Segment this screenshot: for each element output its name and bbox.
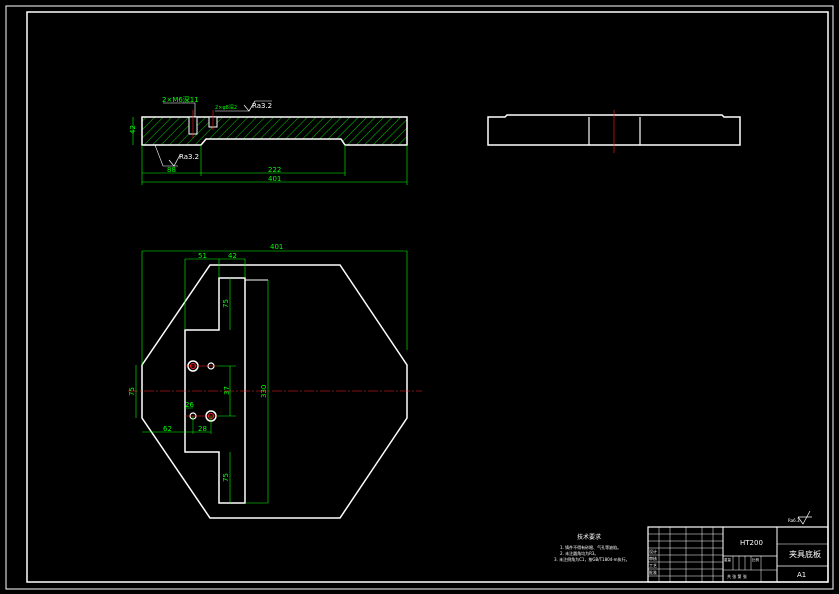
inner-frame <box>26 11 829 583</box>
title-material: HT200 <box>740 539 763 547</box>
dim-plan-75-left: 75 <box>128 387 136 396</box>
side-view <box>487 110 741 153</box>
title-roughness: Ra6.3 <box>788 518 800 523</box>
outer-frame <box>5 5 834 590</box>
roughness-bottom: Ra3.2 <box>179 153 199 161</box>
dim-plan-401: 401 <box>270 243 283 251</box>
tech-req-title: 技术要求 <box>577 533 601 541</box>
dim-front-401: 401 <box>268 175 281 183</box>
dim-plan-75-top: 75 <box>222 299 230 308</box>
dim-front-222: 222 <box>268 166 281 174</box>
dim-plan-26: 26 <box>185 401 194 409</box>
label-approve: 批准 <box>649 569 657 575</box>
title-sheet-size: A1 <box>797 571 806 579</box>
dim-plan-62: 62 <box>163 425 172 433</box>
dim-plan-42: 42 <box>228 252 237 260</box>
dim-plan-28: 28 <box>198 425 207 433</box>
plan-view <box>128 250 422 519</box>
label-designer: 设计 <box>649 548 657 554</box>
title-block <box>647 510 829 583</box>
callout-holes: 2×M6深11 <box>162 95 199 104</box>
dim-plan-75-bottom: 75 <box>222 473 230 482</box>
callout-small: 2×φ8深2 <box>215 104 237 111</box>
front-section-view <box>132 100 408 185</box>
label-craft: 工艺 <box>649 563 657 568</box>
dim-plan-330: 330 <box>260 385 268 398</box>
label-sheet: 共 张 第 张 <box>727 573 747 579</box>
label-scale: 比例 <box>752 557 760 562</box>
dim-plan-51: 51 <box>198 252 207 260</box>
tech-req-item-2: 2. 未注圆角均为R3。 <box>560 550 598 556</box>
dim-front-88: 88 <box>167 166 176 174</box>
tech-req-item-1: 1. 铸件不得有砂眼、气孔等缺陷。 <box>560 544 621 550</box>
roughness-top: Ra3.2 <box>252 102 272 110</box>
dim-front-height: 42 <box>129 125 137 134</box>
label-checker: 审核 <box>649 555 657 561</box>
label-weight: 重量 <box>724 557 732 562</box>
title-part-name: 夹具底板 <box>789 549 821 559</box>
tech-req-item-3: 3. 未注倒角为C1，按GB/T1804-m执行。 <box>554 556 630 562</box>
dim-plan-37: 37 <box>223 386 231 395</box>
